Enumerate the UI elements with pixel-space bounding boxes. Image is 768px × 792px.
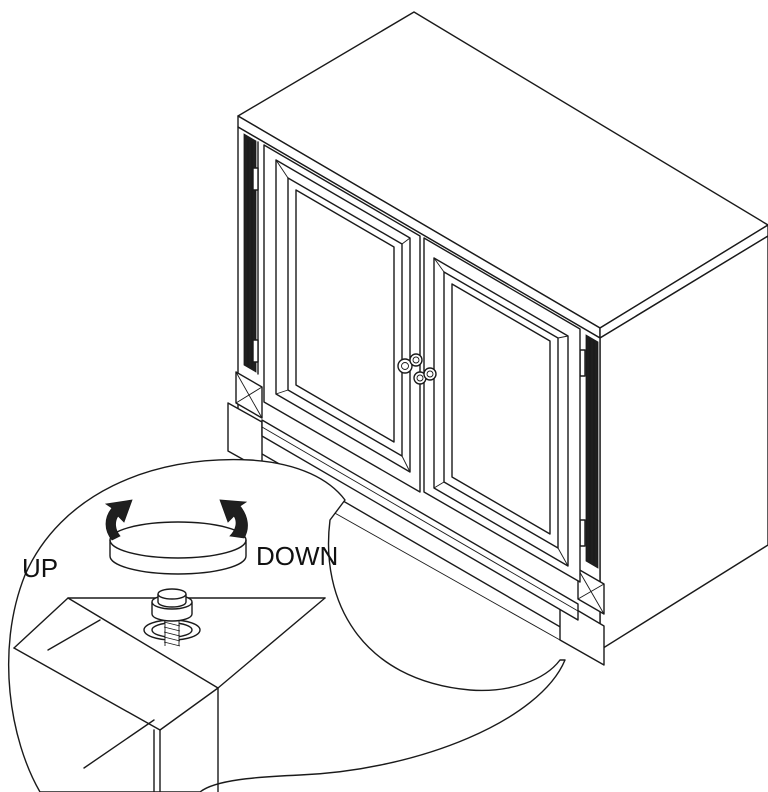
detail-callout: UP DOWN (7, 458, 566, 792)
callout-outline (7, 458, 566, 792)
curved-arrow-clockwise-icon (219, 499, 248, 539)
door-knobs (397, 353, 437, 385)
cabinet-plinth (261, 419, 579, 621)
left-pilaster (227, 133, 263, 471)
cabinet (227, 11, 768, 666)
left-door (263, 144, 421, 493)
up-label: UP (22, 553, 58, 583)
leveling-foot (143, 588, 201, 647)
rotation-indicator (104, 499, 248, 575)
curved-arrow-counterclockwise-icon (104, 499, 133, 541)
cabinet-top-side-edge (599, 224, 768, 339)
zoomed-corner (13, 597, 326, 792)
right-door (423, 237, 581, 583)
down-label: DOWN (256, 541, 338, 571)
